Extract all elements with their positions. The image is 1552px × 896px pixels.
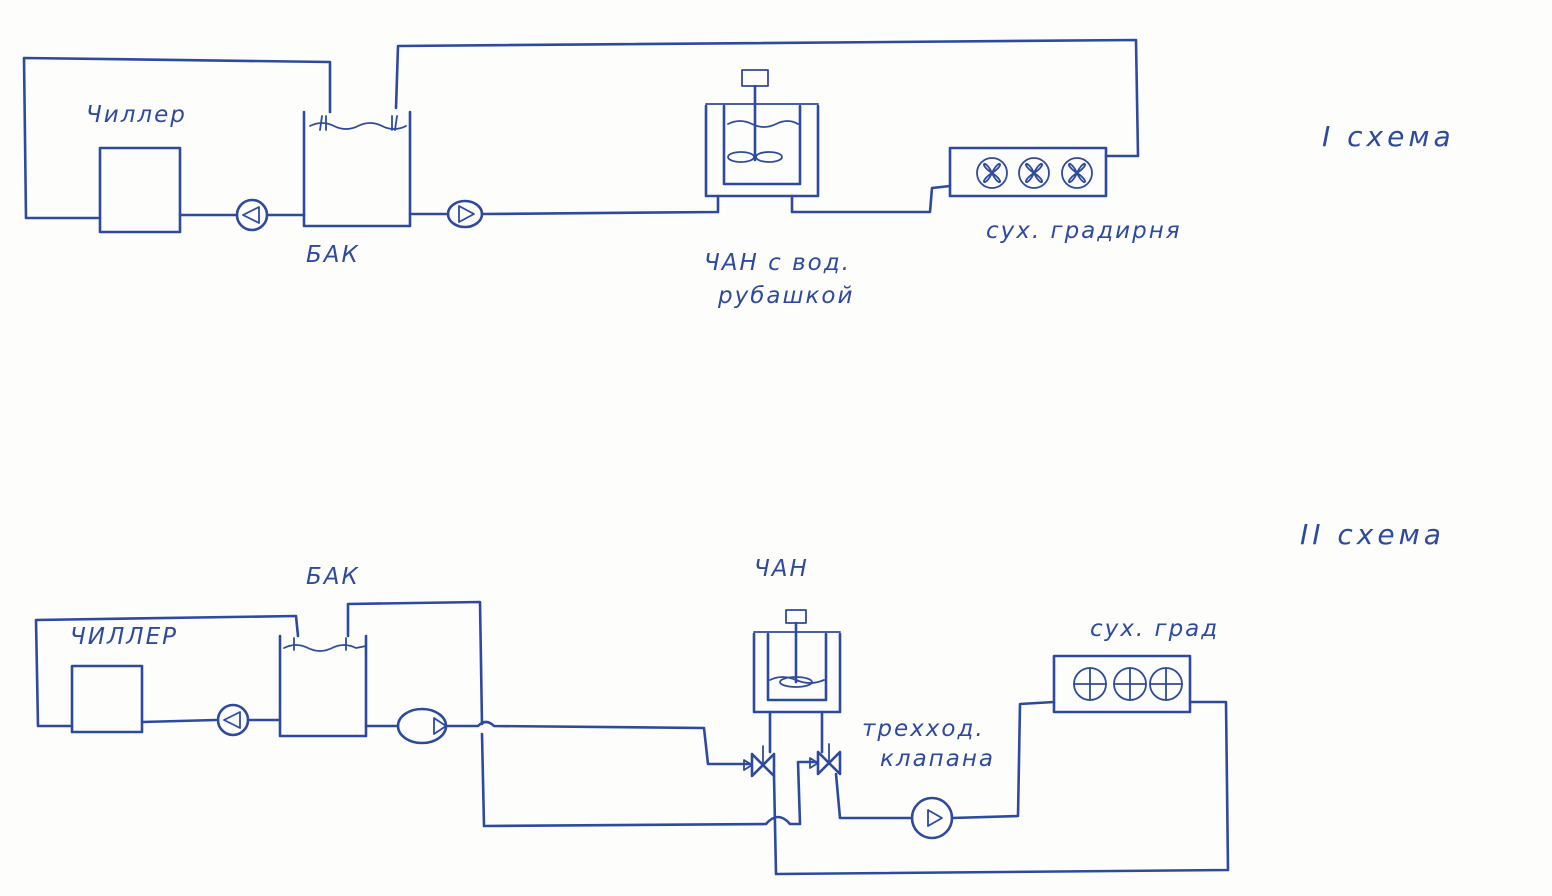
tank-to-vat-pipe-1	[408, 194, 720, 216]
fan-icon	[1073, 667, 1107, 701]
fan-icon	[1149, 667, 1183, 701]
scheme-1-chiller-label: Чиллер	[86, 102, 187, 128]
agitator-icon	[779, 609, 813, 688]
fan-icon	[1113, 667, 1147, 701]
valve-outlet-pipe-2	[772, 700, 1230, 876]
fan-icon	[976, 157, 1008, 189]
chiller-loop-pipe-2	[34, 614, 300, 728]
scheme-2-tank-label: БАК	[306, 564, 360, 590]
scheme-1-title: I схема	[1322, 120, 1455, 153]
tank-2	[278, 634, 368, 738]
chiller-loop-pipe-1	[22, 56, 332, 220]
three-way-valve-icon	[743, 745, 776, 778]
tank-return-pipe-2	[346, 600, 484, 726]
scheme-1-vat-label-1: ЧАН с вод.	[704, 250, 851, 276]
scheme-2-valve-label-1: трехход.	[862, 716, 985, 742]
pump-icon	[235, 198, 269, 232]
tank-1	[302, 110, 412, 228]
valve-to-drycooler-pipe-2	[834, 700, 1056, 820]
vat-2	[752, 609, 842, 754]
vat-to-drycooler-pipe-1	[790, 184, 952, 214]
drycooler-1	[948, 146, 1108, 198]
pump-icon	[216, 703, 250, 737]
scheme-2: ЧИЛЛЕР БАК ЧАН сух. град трехход. клапан…	[34, 518, 1445, 876]
chiller-to-tank-pipe-2	[140, 718, 282, 724]
drycooler-2	[1052, 654, 1192, 714]
scheme-1-vat-label-2: рубашкой	[717, 283, 854, 309]
three-way-valve-icon	[809, 743, 842, 776]
scheme-1-tank-label: БАК	[306, 242, 360, 268]
return-pipe-1	[394, 38, 1140, 158]
tank-to-valve-pipe-2	[364, 720, 752, 766]
pump-icon	[910, 796, 954, 840]
bypass-pipe-2	[480, 732, 818, 828]
scheme-2-title: II схема	[1300, 518, 1445, 551]
scheme-1: Чиллер БАК ЧАН с вод. рубашкой сух. град…	[22, 38, 1455, 309]
fan-icon	[1018, 157, 1050, 189]
pump-icon	[396, 707, 448, 745]
vat-with-jacket-1	[704, 69, 820, 198]
agitator-icon	[727, 69, 783, 163]
fan-icon	[1061, 157, 1093, 189]
pump-icon	[446, 199, 484, 229]
scheme-1-drycooler-label: сух. градирня	[986, 218, 1182, 244]
scheme-2-valve-label-2: клапана	[880, 746, 995, 772]
chiller-unit-1	[98, 146, 182, 234]
scheme-2-chiller-label: ЧИЛЛЕР	[70, 624, 178, 650]
scheme-2-vat-label: ЧАН	[754, 556, 809, 582]
scheme-2-drycooler-label: сух. град	[1090, 616, 1219, 642]
chiller-unit-2	[70, 664, 144, 734]
